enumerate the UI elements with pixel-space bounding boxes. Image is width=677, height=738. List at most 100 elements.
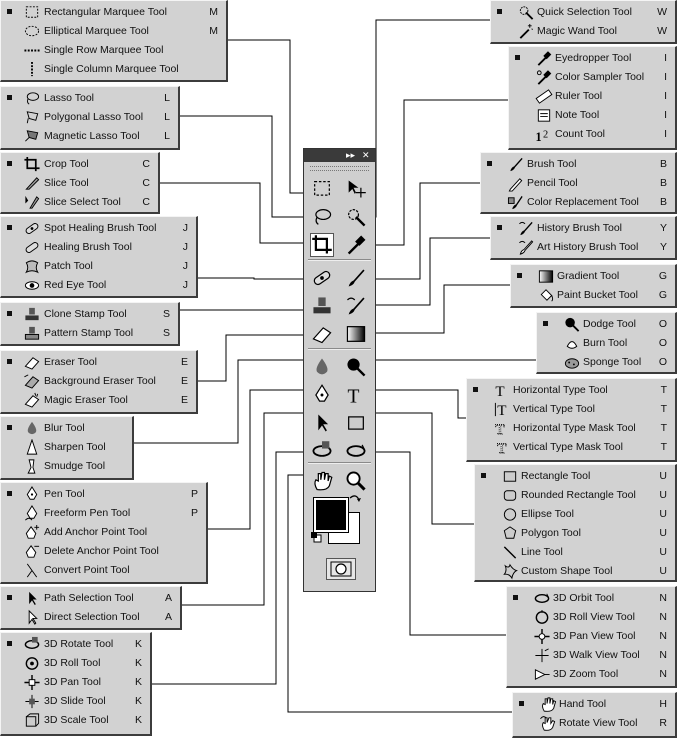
move-icon[interactable] <box>345 178 367 200</box>
tool-label: Line Tool <box>521 546 563 558</box>
eyedropper-icon[interactable] <box>345 234 367 256</box>
tool-menu-item[interactable]: Sharpen Tool <box>1 438 132 457</box>
history-brush-icon[interactable] <box>345 295 367 317</box>
rectangle-icon[interactable] <box>345 412 367 434</box>
pen-icon[interactable] <box>311 384 333 406</box>
gradient-icon[interactable] <box>345 323 367 345</box>
tool-menu-item[interactable]: Single Row Marquee Tool <box>1 41 226 60</box>
brush-icon[interactable] <box>345 267 367 289</box>
collapse-toggle-icon[interactable]: ▸▸ <box>346 150 356 160</box>
toolbox-grip[interactable] <box>310 166 369 171</box>
toolbox-title-bar[interactable]: ▸▸ ✕ <box>304 149 375 162</box>
swap-colors-icon[interactable] <box>348 494 362 508</box>
tool-menu-item[interactable]: Add Anchor Point Tool <box>1 523 206 542</box>
blur-icon[interactable] <box>311 356 333 378</box>
3d-orbit-icon[interactable] <box>345 440 367 462</box>
tool-menu-item[interactable]: Blur Tool <box>1 419 132 438</box>
hand-icon[interactable] <box>311 470 333 492</box>
lasso-icon[interactable] <box>311 206 333 228</box>
crop-icon[interactable] <box>310 233 334 257</box>
tool-menu-item[interactable]: Convert Point Tool <box>1 561 206 580</box>
quick-mask-button[interactable] <box>326 558 356 580</box>
foreground-color-swatch[interactable] <box>313 497 349 533</box>
quick-selection-icon[interactable] <box>345 206 367 228</box>
3d-rotate-icon[interactable] <box>311 440 333 462</box>
clone-stamp-icon[interactable] <box>311 295 333 317</box>
dodge-icon[interactable] <box>345 356 367 378</box>
tool-menu-item[interactable]: Delete Anchor Point Tool <box>1 542 206 561</box>
default-colors-icon[interactable] <box>310 531 322 543</box>
spot-healing-icon[interactable] <box>311 267 333 289</box>
horizontal-type-icon[interactable]: T <box>345 384 367 406</box>
tool-menu-item[interactable]: Smudge Tool <box>1 457 132 476</box>
close-icon[interactable]: ✕ <box>362 150 370 160</box>
rect-marquee-icon[interactable] <box>311 178 333 200</box>
tool-menu-item[interactable]: Single Column Marquee Tool <box>1 60 226 79</box>
path-selection-icon[interactable] <box>311 412 333 434</box>
photoshop-toolbox[interactable]: ▸▸ ✕ T <box>303 148 376 592</box>
eraser-icon[interactable] <box>311 323 333 345</box>
zoom-icon[interactable] <box>345 470 367 492</box>
